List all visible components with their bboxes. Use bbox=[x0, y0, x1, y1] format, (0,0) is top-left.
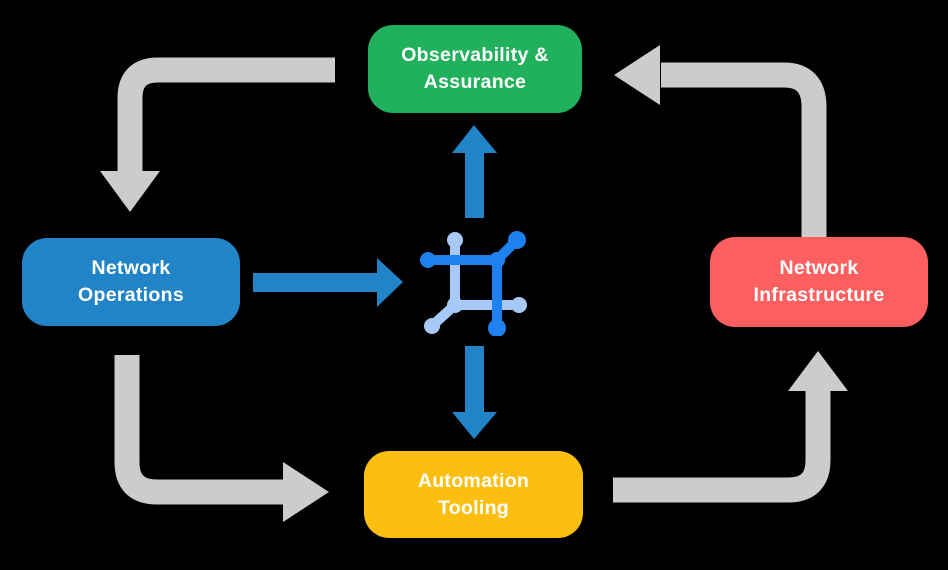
arrow-automation-to-infrastructure bbox=[613, 351, 848, 503]
arrow-shaft bbox=[661, 62, 827, 240]
hub-corner-light bbox=[447, 297, 463, 313]
arrow-shaft bbox=[114, 355, 285, 505]
arrow-head-right-icon bbox=[283, 462, 329, 522]
arrow-head-left-icon bbox=[614, 45, 660, 105]
arrow-operations-to-automation bbox=[114, 355, 329, 522]
hub-node-bottom bbox=[488, 319, 506, 336]
node-label-line: Assurance bbox=[423, 71, 527, 93]
hub-node-left bbox=[420, 252, 436, 268]
node-observability-assurance: Observability & Assurance bbox=[368, 25, 582, 113]
arrow-hub-to-observability bbox=[452, 125, 497, 218]
node-label-line: Network bbox=[779, 257, 859, 279]
arrow-head-up-icon bbox=[788, 351, 848, 391]
node-network-infrastructure: Network Infrastructure bbox=[710, 237, 928, 327]
arrow-operations-to-hub bbox=[253, 258, 403, 307]
hub-node-bottom-left bbox=[424, 318, 440, 334]
hub-node-top-right bbox=[508, 231, 526, 249]
node-network-operations: Network Operations bbox=[22, 238, 240, 326]
hub-dark-links bbox=[420, 231, 526, 336]
network-hub-icon bbox=[420, 231, 527, 336]
node-label-line: Infrastructure bbox=[753, 284, 885, 306]
hub-corner-dark bbox=[489, 252, 505, 268]
hub-node-right bbox=[511, 297, 527, 313]
node-label-line: Network bbox=[91, 257, 171, 279]
node-label-line: Observability & bbox=[401, 44, 549, 66]
arrow-shaft bbox=[613, 390, 831, 503]
arrow-infrastructure-to-observability bbox=[614, 45, 827, 240]
node-label-line: Automation bbox=[417, 469, 530, 492]
arrow-head-down-icon bbox=[100, 171, 160, 212]
node-label-line: Operations bbox=[78, 284, 184, 306]
hub-node-top bbox=[447, 232, 463, 248]
arrow-hub-to-automation bbox=[452, 346, 497, 439]
node-automation-tooling: Automation Tooling bbox=[364, 451, 583, 538]
arrow-shaft bbox=[117, 57, 335, 173]
node-label-line: Tooling bbox=[437, 496, 510, 519]
arrow-observability-to-operations bbox=[100, 57, 335, 212]
